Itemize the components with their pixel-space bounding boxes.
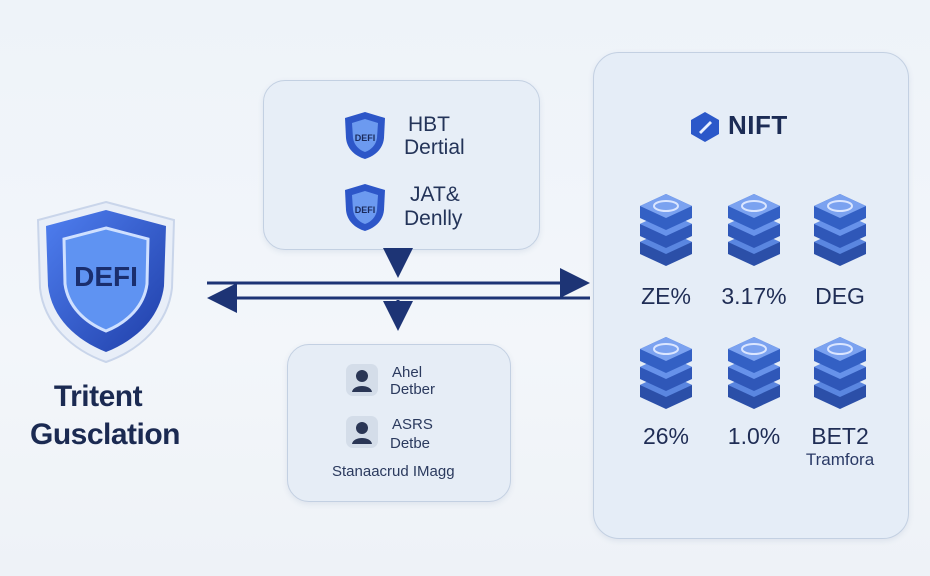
node-value: 3.17% — [721, 283, 787, 309]
bottom-item-1-line1: Ahel — [392, 364, 423, 381]
shield-icon: DEFI — [343, 110, 387, 160]
right-panel — [593, 52, 909, 539]
left-title-line2: Gusclation — [29, 418, 181, 451]
node-value: BET2 — [811, 423, 869, 449]
node-subtitle: Tramfora — [805, 450, 875, 469]
bottom-caption: Stanaacrud IMagg — [332, 463, 455, 480]
database-stack-icon — [724, 327, 784, 416]
svg-text:DEFI: DEFI — [355, 133, 376, 143]
top-item-1-line2: Dertial — [404, 136, 465, 159]
node-value: 26% — [642, 423, 690, 449]
top-item-2-line1: JAT& — [410, 183, 460, 206]
svg-text:DEFI: DEFI — [355, 205, 376, 215]
bottom-card — [287, 344, 511, 502]
brand-title: NIFT — [728, 110, 788, 140]
defi-shield-icon: DEFI — [34, 198, 178, 366]
shield-label: DEFI — [74, 261, 138, 292]
left-title-line1: Tritent — [53, 380, 143, 413]
database-stack-icon — [810, 327, 870, 416]
top-item-2-line2: Denlly — [404, 207, 463, 230]
node-value: 1.0% — [727, 423, 781, 449]
database-stack-icon — [636, 327, 696, 416]
database-stack-icon — [636, 184, 696, 273]
user-icon — [346, 416, 378, 448]
node-value: DEG — [815, 283, 865, 309]
top-card — [263, 80, 540, 250]
node-value: ZE% — [641, 283, 691, 309]
bottom-item-2-line2: Detbe — [390, 435, 431, 452]
database-stack-icon — [810, 184, 870, 273]
top-item-1-line1: HBT — [408, 113, 450, 136]
shield-icon: DEFI — [343, 182, 387, 232]
bottom-item-1-line2: Detber — [390, 381, 436, 398]
database-stack-icon — [724, 184, 784, 273]
bottom-item-2-line1: ASRS — [392, 416, 433, 433]
nift-logo-icon — [688, 110, 722, 144]
user-icon — [346, 364, 378, 396]
